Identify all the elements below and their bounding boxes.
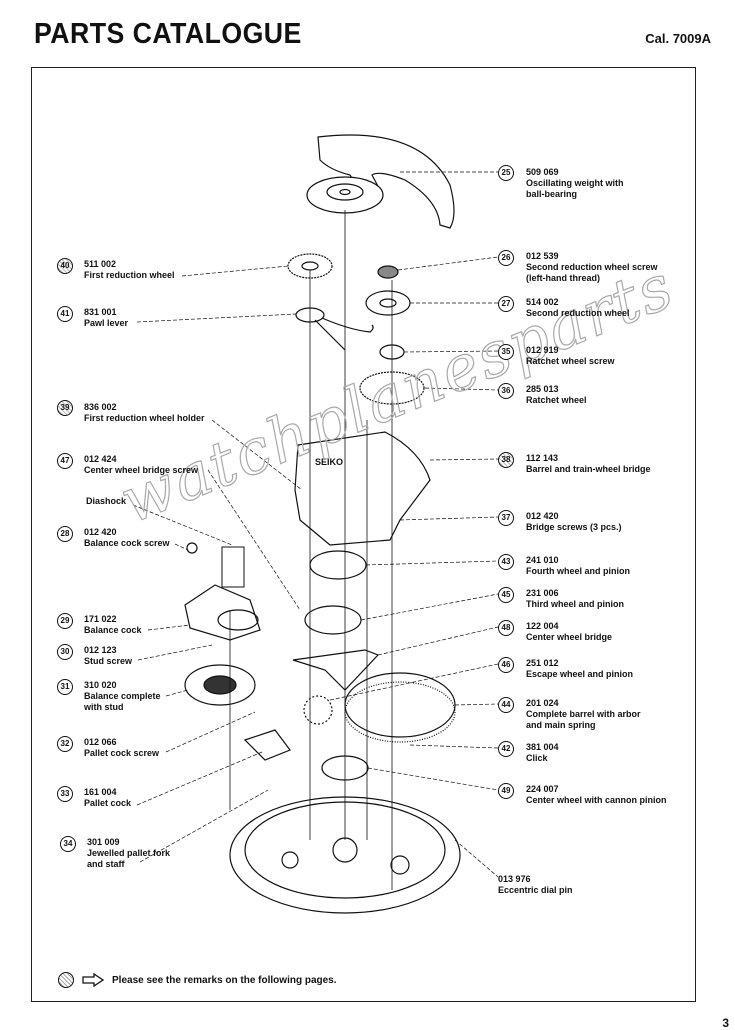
ref-badge-32: 32: [57, 736, 73, 752]
part-label-third-wheel: 231 006 Third wheel and pinion: [526, 588, 624, 609]
ref-badge-49: 49: [498, 783, 514, 799]
ref-badge-34: 34: [60, 836, 76, 852]
part-label-balance-cock-screw: 012 420 Balance cock screw: [84, 527, 170, 548]
ref-badge-44: 44: [498, 697, 514, 713]
footer-note-text: Please see the remarks on the following …: [112, 974, 337, 986]
oscillating-weight-drawing: [306, 134, 455, 229]
ref-badge-46: 46: [498, 657, 514, 673]
ref-badge-40: 40: [57, 258, 73, 274]
part-label-center-wheel-bridge: 122 004 Center wheel bridge: [526, 621, 613, 642]
part-label-second-reduction-wheel-screw: 012 539 Second reduction wheel screw (le…: [526, 251, 658, 283]
ref-badge-41: 41: [57, 306, 73, 322]
part-label-pallet-cock: 161 004 Pallet cock: [84, 787, 132, 808]
part-label-first-reduction-wheel: 511 002 First reduction wheel: [84, 259, 175, 280]
part-label-barrel-train-wheel-bridge: 112 143 Barrel and train-wheel bridge: [526, 453, 651, 474]
part-label-pawl-lever: 831 001 Pawl lever: [84, 307, 129, 328]
part-label-complete-barrel: 201 024 Complete barrel with arbor and m…: [526, 698, 641, 730]
part-label-center-wheel: 224 007 Center wheel with cannon pinion: [526, 784, 667, 805]
ref-badge-36: 36: [498, 383, 514, 399]
page-number: 3: [722, 1016, 729, 1030]
part-label-center-wheel-bridge-screw: 012 424 Center wheel bridge screw: [84, 454, 199, 475]
ref-badge-47: 47: [57, 453, 73, 469]
part-label-escape-wheel: 251 012 Escape wheel and pinion: [526, 658, 634, 679]
part-label-first-reduction-wheel-holder: 836 002 First reduction wheel holder: [84, 402, 205, 423]
ref-badge-42: 42: [498, 741, 514, 757]
ref-badge-37: 37: [498, 510, 514, 526]
part-label-oscillating-weight: 509 069 Oscillating weight with ball-bea…: [526, 167, 624, 199]
hatched-circle-icon: [58, 972, 74, 988]
part-label-ratchet-wheel: 285 013 Ratchet wheel: [526, 384, 587, 405]
part-label-eccentric-dial-pin: 013 976 Eccentric dial pin: [498, 874, 573, 895]
part-label-ratchet-wheel-screw: 012 919 Ratchet wheel screw: [526, 345, 615, 366]
diagram-frame: [31, 67, 696, 1002]
part-label-click: 381 004 Click: [526, 742, 559, 763]
ref-badge-31: 31: [57, 679, 73, 695]
ref-badge-43: 43: [498, 554, 514, 570]
arrow-right-icon: [82, 973, 104, 987]
bridge-engraving: SEIKO: [315, 457, 343, 467]
part-label-balance-cock: 171 022 Balance cock: [84, 614, 142, 635]
part-label-diashock: Diashock: [86, 496, 127, 506]
ref-badge-30: 30: [57, 644, 73, 660]
ref-badge-29: 29: [57, 613, 73, 629]
ref-badge-35: 35: [498, 344, 514, 360]
part-label-fourth-wheel: 241 010 Fourth wheel and pinion: [526, 555, 630, 576]
page-title: PARTS CATALOGUE: [34, 18, 302, 50]
ref-badge-27: 27: [498, 296, 514, 312]
caliber-label: Cal. 7009A: [645, 31, 711, 46]
ref-badge-38: 38: [498, 452, 514, 468]
part-label-second-reduction-wheel: 514 002 Second reduction wheel: [526, 297, 630, 318]
ref-badge-39: 39: [57, 400, 73, 416]
footer-note: Please see the remarks on the following …: [58, 972, 337, 988]
ref-badge-25: 25: [498, 165, 514, 181]
part-label-pallet-cock-screw: 012 066 Pallet cock screw: [84, 737, 160, 758]
ref-badge-45: 45: [498, 587, 514, 603]
part-label-stud-screw: 012 123 Stud screw: [84, 645, 133, 666]
part-label-jewelled-pallet-fork: 301 009 Jewelled pallet fork and staff: [87, 837, 171, 869]
part-label-balance-complete: 310 020 Balance complete with stud: [84, 680, 161, 712]
ref-badge-33: 33: [57, 786, 73, 802]
part-label-bridge-screws: 012 420 Bridge screws (3 pcs.): [526, 511, 622, 532]
ref-badge-28: 28: [57, 526, 73, 542]
ref-badge-48: 48: [498, 620, 514, 636]
ref-badge-26: 26: [498, 250, 514, 266]
